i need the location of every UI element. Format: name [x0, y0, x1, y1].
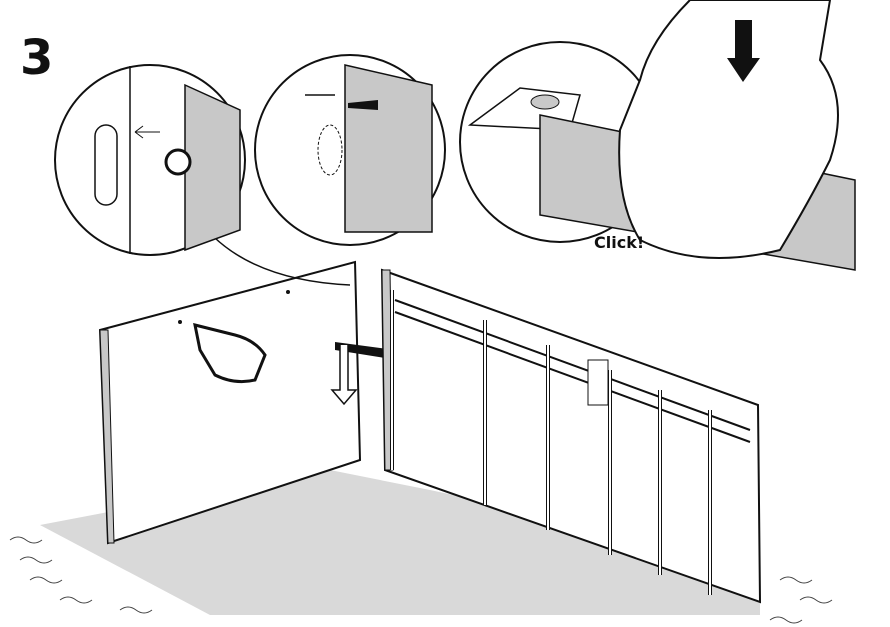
detail-circle-1 — [54, 64, 246, 256]
side-panel — [98, 260, 362, 545]
back-panel — [380, 268, 762, 604]
floor-wave-lines — [9, 536, 833, 624]
step-number: 3 — [20, 30, 54, 86]
detail-circle-2 — [254, 54, 446, 246]
click-label: Click! — [594, 233, 645, 252]
down-arrow-icon — [727, 20, 760, 82]
hand-pushing-icon — [618, 0, 839, 259]
